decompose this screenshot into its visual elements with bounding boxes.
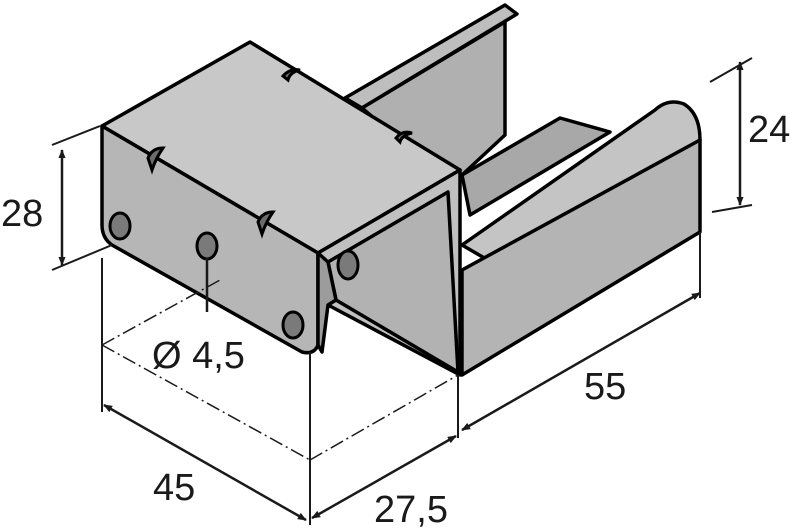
dim-line-27-5: [311, 434, 457, 520]
channel-floor: [460, 116, 612, 217]
dim-line-55: [461, 291, 701, 432]
slits: [146, 68, 413, 239]
label-height-rear: 24: [748, 109, 790, 151]
label-width: 45: [153, 467, 195, 509]
hole-front-center: [195, 231, 219, 261]
slit-1: [146, 146, 166, 175]
channel-top-rail: [343, 3, 519, 110]
label-length: 55: [584, 366, 626, 408]
label-height-front: 28: [1, 193, 43, 235]
extension-lines: [51, 57, 753, 525]
slit-3: [280, 68, 301, 83]
slit-2: [256, 210, 276, 239]
label-depth: 27,5: [374, 489, 448, 531]
dimension-lines: [58, 61, 744, 522]
dim-line-45: [103, 403, 307, 522]
side-wall-top: [460, 100, 702, 272]
bracket-part: [100, 3, 702, 377]
hole-front-bottom: [281, 310, 305, 340]
hole-plate: [336, 249, 360, 281]
slit-4: [394, 130, 413, 145]
plate-edge: [316, 251, 338, 354]
holes: [108, 211, 360, 340]
hole-front-left: [108, 211, 132, 241]
label-hole-diameter: Ø 4,5: [152, 335, 245, 377]
